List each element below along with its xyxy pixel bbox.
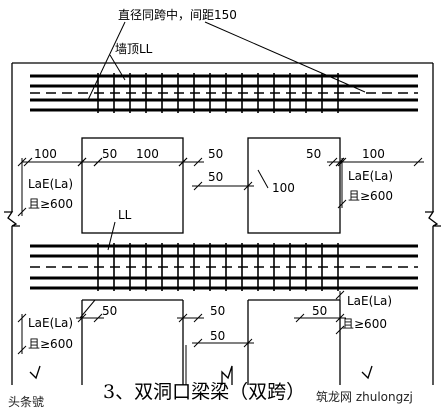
watermark-right: 筑龙网 zhulongzj bbox=[316, 389, 413, 404]
dimension-tick bbox=[413, 157, 423, 167]
labels: 直径同跨中，间距150 墙顶LL LL 100 50 100 50 50 100… bbox=[8, 7, 413, 409]
leader-line bbox=[87, 21, 126, 101]
break-mark bbox=[221, 365, 233, 385]
dimension-tick bbox=[193, 181, 203, 191]
dimension-tick bbox=[337, 199, 347, 209]
lae-label-left-upper: LaE(La) bbox=[28, 177, 73, 191]
dimension-tick bbox=[193, 313, 203, 323]
dimension-tick bbox=[93, 157, 103, 167]
dimension-tick bbox=[77, 157, 87, 167]
lae-label-right-upper: LaE(La) bbox=[348, 169, 393, 183]
top-note: 直径同跨中，间距150 bbox=[118, 7, 237, 22]
dimension-tick bbox=[243, 181, 253, 191]
dimension-tick bbox=[17, 207, 27, 217]
dimension-tick bbox=[193, 157, 203, 167]
dim-100-right: 100 bbox=[362, 147, 385, 161]
dimension-tick bbox=[23, 157, 33, 167]
dimension-tick bbox=[337, 157, 347, 167]
min600-left-lower: 且≥600 bbox=[28, 337, 73, 351]
dim-50-lower-d: 50 bbox=[210, 329, 225, 343]
leader-line bbox=[79, 299, 96, 319]
wall-top-beam-label: 墙顶LL bbox=[115, 42, 153, 56]
dim-100-mid: 100 bbox=[272, 181, 295, 195]
dimension-tick bbox=[335, 157, 345, 167]
dim-50-d: 50 bbox=[208, 170, 223, 184]
dimension-lines bbox=[17, 21, 424, 385]
break-mark bbox=[4, 211, 20, 227]
min600-right-lower: 且≥600 bbox=[342, 317, 387, 331]
dimension-tick bbox=[328, 157, 338, 167]
leader-line bbox=[107, 221, 116, 251]
dimension-tick bbox=[335, 290, 345, 300]
dim-50-b: 50 bbox=[208, 147, 223, 161]
wall-outline bbox=[4, 62, 441, 385]
leader-line bbox=[109, 54, 126, 81]
dim-50-lower-a: 50 bbox=[102, 304, 117, 318]
dimension-tick bbox=[77, 313, 87, 323]
opening-upper-left bbox=[81, 137, 184, 234]
dimension-tick bbox=[93, 313, 103, 323]
dimension-tick bbox=[17, 313, 27, 323]
lae-label-right-lower: LaE(La) bbox=[347, 294, 392, 308]
min600-left-upper: 且≥600 bbox=[28, 197, 73, 211]
dimension-tick bbox=[295, 313, 305, 323]
watermark-left: 头条號 bbox=[8, 395, 44, 409]
dim-100-b: 100 bbox=[136, 147, 159, 161]
break-mark bbox=[361, 365, 373, 380]
min600-right-upper: 且≥600 bbox=[348, 189, 393, 203]
break-mark bbox=[425, 211, 441, 227]
dim-50-a: 50 bbox=[102, 147, 117, 161]
dim-100-left: 100 bbox=[34, 147, 57, 161]
dimension-tick bbox=[178, 157, 188, 167]
leader-line bbox=[257, 169, 269, 189]
lae-label-left-lower: LaE(La) bbox=[28, 316, 73, 330]
dim-50-c: 50 bbox=[306, 147, 321, 161]
break-mark bbox=[29, 365, 41, 380]
dimension-tick bbox=[17, 157, 27, 167]
lintel-label: LL bbox=[118, 208, 132, 222]
dimension-tick bbox=[243, 338, 253, 348]
dimension-tick bbox=[193, 338, 203, 348]
leader-line bbox=[204, 21, 366, 93]
dim-50-lower-b: 50 bbox=[210, 304, 225, 318]
dimension-tick bbox=[17, 345, 27, 355]
figure-caption: 3、双洞口梁梁（双跨） bbox=[103, 381, 305, 403]
dim-50-lower-c: 50 bbox=[312, 304, 327, 318]
dimension-tick bbox=[178, 313, 188, 323]
dimension-tick bbox=[335, 325, 345, 335]
